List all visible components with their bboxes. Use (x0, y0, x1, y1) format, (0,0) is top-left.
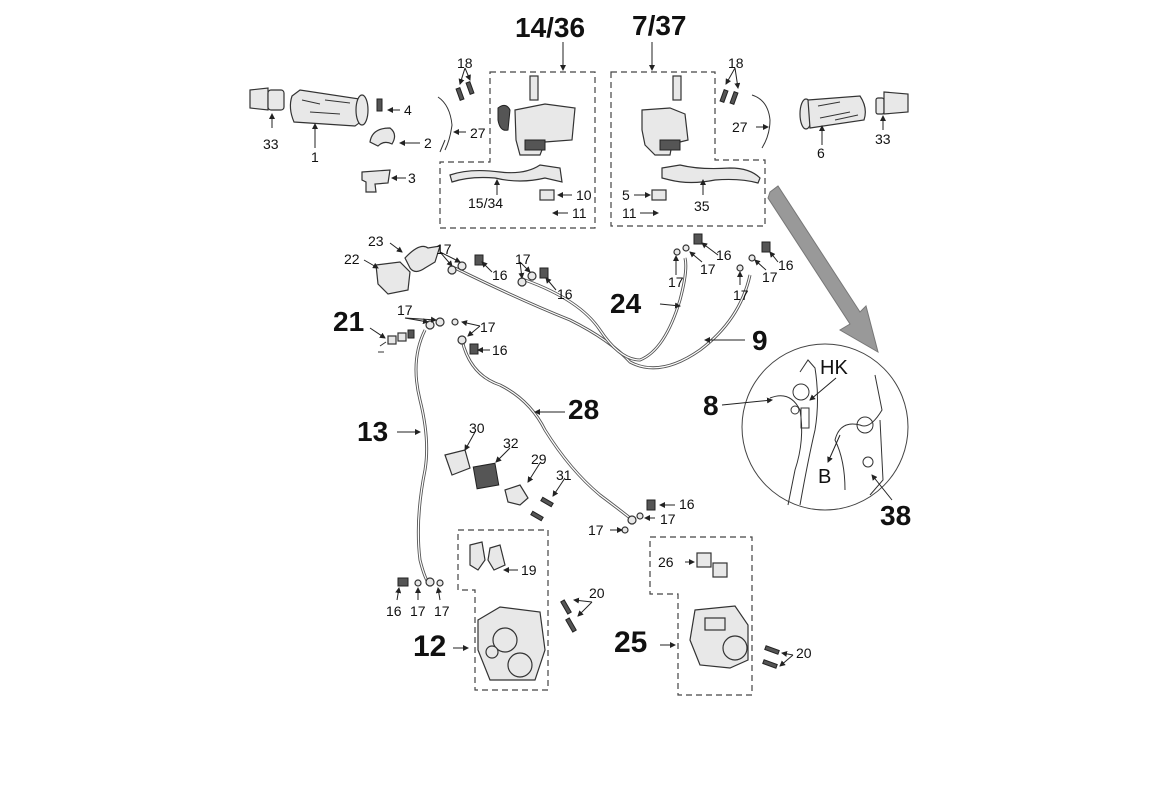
callout-19: 19 (521, 562, 537, 578)
brake-pads-26-part (696, 552, 728, 578)
callout-7-37: 7/37 (632, 10, 687, 41)
callout-16-h: 16 (386, 603, 402, 619)
callout-27-left: 27 (470, 125, 486, 141)
callout-10: 10 (576, 187, 592, 203)
caliper-25-part (689, 605, 749, 669)
callout-17-i: 17 (410, 603, 426, 619)
callout-14-36: 14/36 (515, 12, 586, 43)
callout-17-h: 17 (588, 522, 604, 538)
brake-pads-19-part (469, 541, 506, 571)
callout-11-right: 11 (622, 205, 637, 221)
callout-33-left: 33 (263, 136, 279, 152)
callout-18-left: 18 (457, 55, 473, 71)
callout-24: 24 (610, 288, 642, 319)
callout-38: 38 (880, 500, 912, 531)
callout-hk: HK (820, 357, 848, 379)
callout-26: 26 (658, 554, 674, 570)
callout-17-g: 17 (660, 511, 676, 527)
grip-end-left-part (249, 87, 285, 111)
callout-b: B (818, 466, 832, 488)
callout-30: 30 (469, 420, 485, 436)
callout-15-34: 15/34 (468, 195, 504, 211)
callout-17-j: 17 (434, 603, 450, 619)
callout-17-d1: 17 (733, 287, 749, 303)
callout-13: 13 (357, 416, 389, 447)
callout-31: 31 (556, 467, 572, 483)
callout-23: 23 (368, 233, 384, 249)
grip-right-part (799, 95, 866, 130)
callout-27-right: 27 (732, 119, 748, 135)
callout-25: 25 (614, 626, 648, 659)
callout-8: 8 (703, 390, 719, 421)
callout-16-d: 16 (778, 257, 794, 273)
callout-29: 29 (531, 451, 547, 467)
master-cylinder-left-part (497, 75, 576, 156)
callout-4: 4 (404, 102, 412, 118)
callout-17-b: 17 (515, 251, 531, 267)
callout-16-b: 16 (557, 286, 573, 302)
callout-20-left: 20 (589, 585, 605, 601)
callout-17-d2: 17 (762, 269, 778, 285)
callout-32: 32 (503, 435, 519, 451)
master-cylinder-right-part (641, 75, 689, 156)
callout-17-c1: 17 (668, 274, 684, 290)
detail-view-38 (741, 343, 909, 511)
callout-35: 35 (694, 198, 710, 214)
callout-33-right: 33 (875, 131, 891, 147)
callout-1: 1 (311, 149, 319, 165)
callout-21: 21 (333, 306, 365, 337)
callout-28: 28 (568, 394, 600, 425)
callout-17-e: 17 (397, 302, 413, 318)
callout-20-right: 20 (796, 645, 812, 661)
callout-16-c: 16 (716, 247, 732, 263)
caliper-12-part (477, 606, 546, 681)
callout-18-right: 18 (728, 55, 744, 71)
callout-16-g: 16 (679, 496, 695, 512)
callout-3: 3 (408, 170, 416, 186)
callout-2: 2 (424, 135, 432, 151)
callout-17-f: 17 (480, 319, 496, 335)
callout-17-c2: 17 (700, 261, 716, 277)
callout-16-f: 16 (492, 342, 508, 358)
callout-16-a: 16 (492, 267, 508, 283)
valve-21-part (378, 329, 415, 353)
callout-17-a: 17 (436, 241, 452, 257)
callout-12: 12 (413, 630, 447, 663)
callout-9: 9 (752, 325, 768, 356)
callout-5: 5 (622, 187, 630, 203)
callout-11-left: 11 (572, 205, 587, 221)
grip-left-part (289, 89, 369, 127)
detail-pointer-arrow (767, 185, 879, 354)
callout-22: 22 (344, 251, 360, 267)
callout-6: 6 (817, 145, 825, 161)
